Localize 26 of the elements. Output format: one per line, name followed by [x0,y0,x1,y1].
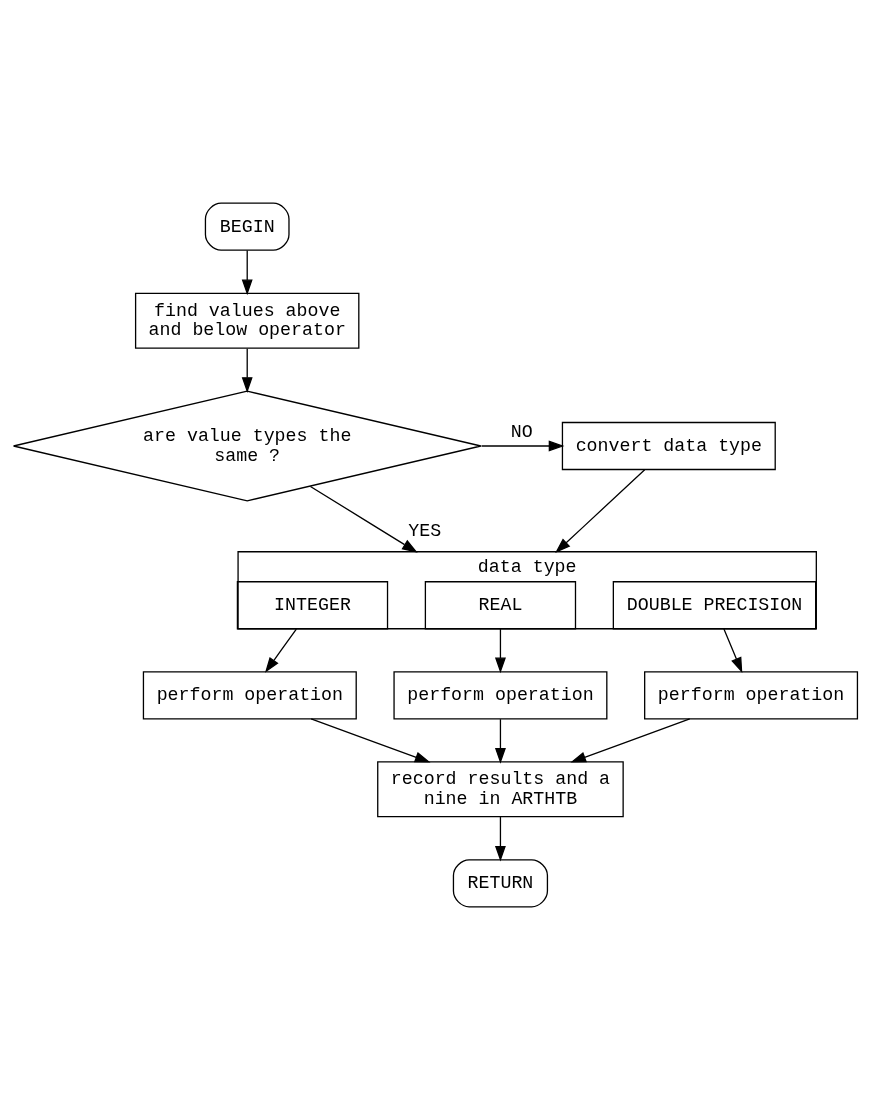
arrow [241,249,253,295]
arrow [723,627,743,673]
arrow [264,627,297,673]
arrow [494,815,506,862]
node-box: INTEGER [236,580,389,629]
node-box: record results and a nine in ARTHTB [377,760,624,817]
node-diamond: are value types the same ? [12,390,482,501]
node-box: BEGIN [204,202,290,251]
arrow [241,347,253,393]
arrow [309,485,418,553]
node-box: DOUBLE PRECISION [612,580,817,629]
arrow [310,717,431,762]
node-box: perform operation [142,670,357,719]
arrow [494,627,506,673]
arrow [480,440,565,451]
arrow [494,718,506,764]
node-box: perform operation [393,670,608,719]
node-box: perform operation [644,670,859,719]
node-box: REAL [424,580,577,629]
node-box: find values above and below operator [134,292,360,349]
arrow [570,717,691,762]
node-box: RETURN [452,858,549,907]
edge-label: NO [510,421,533,442]
node-box: convert data type [561,421,776,470]
arrow [555,468,646,553]
edge-label: YES [408,520,442,541]
